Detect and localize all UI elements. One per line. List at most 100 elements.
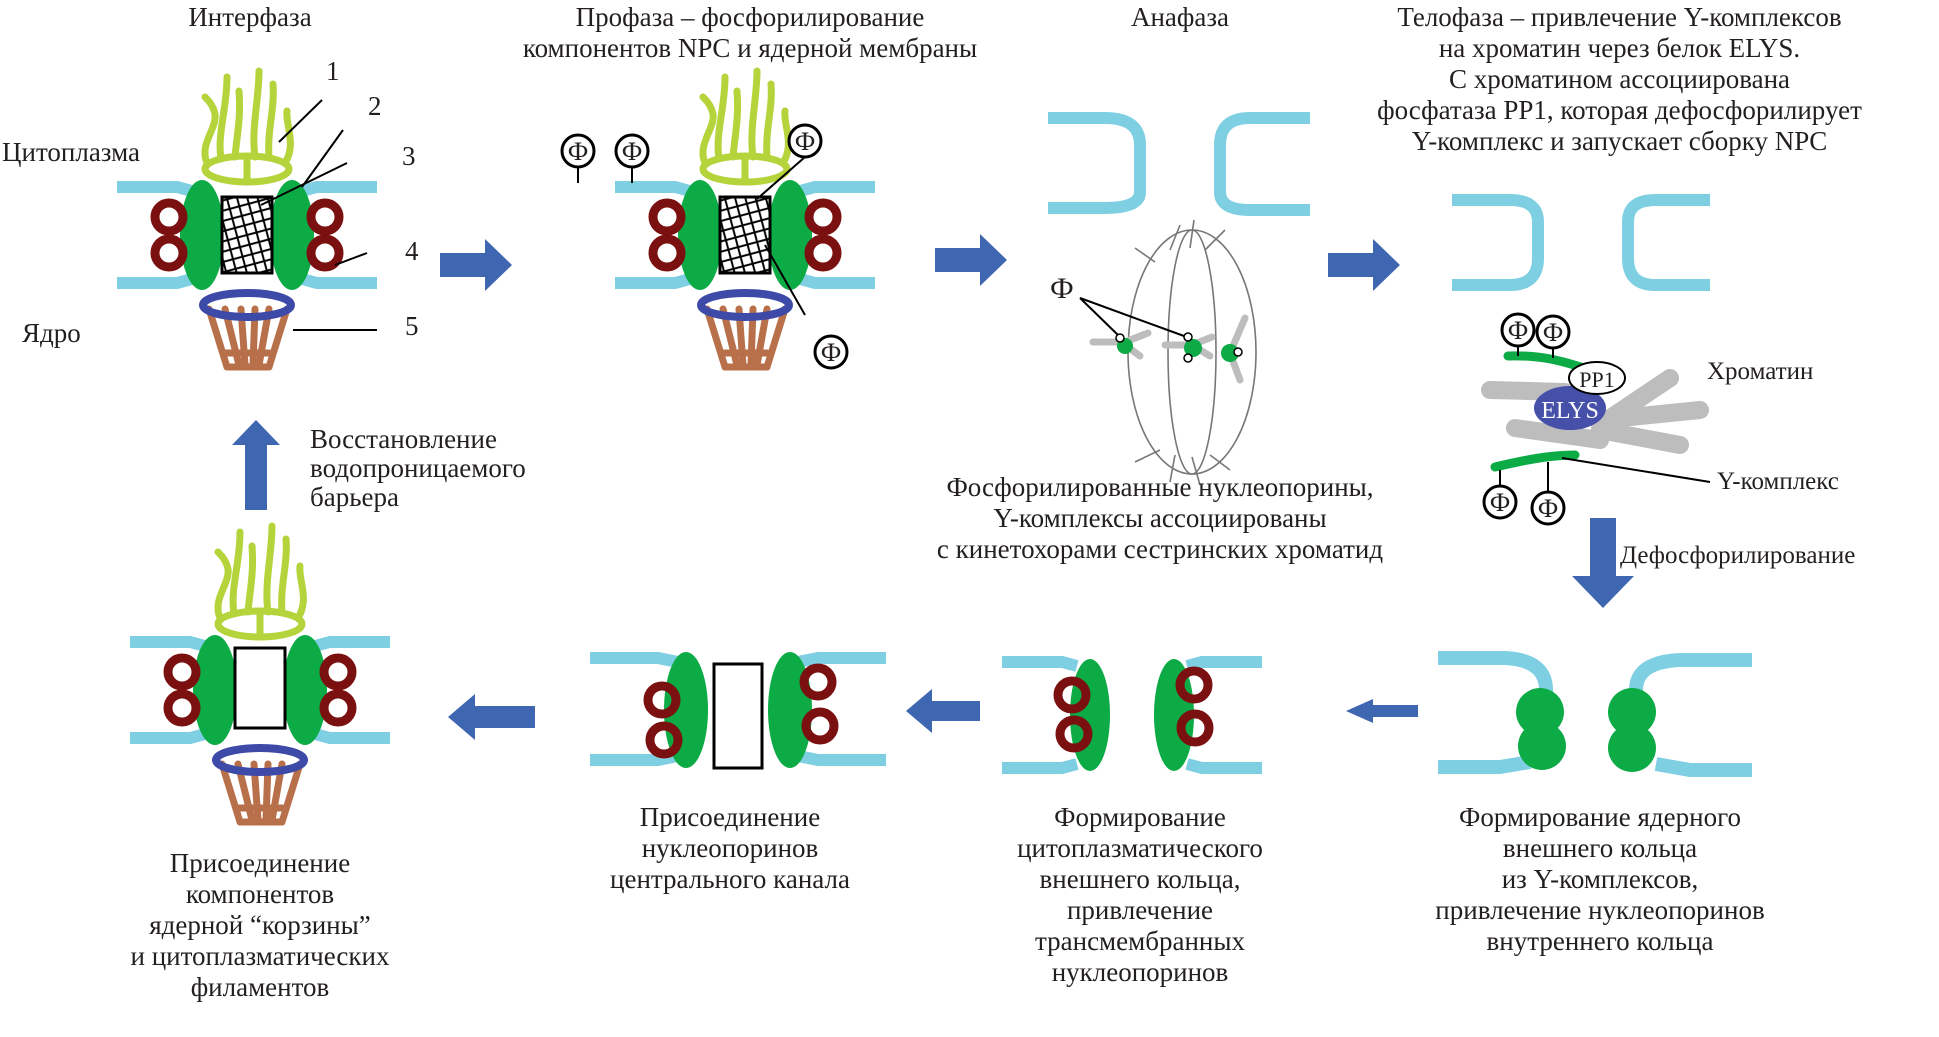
caption-line: Присоединение bbox=[169, 848, 351, 878]
central-channel-stage bbox=[590, 652, 886, 770]
ring-right bbox=[768, 180, 812, 290]
label-line: барьера bbox=[310, 482, 400, 512]
caption-line: привлечение bbox=[1066, 895, 1214, 925]
title-line: Профаза – фосфорилирование bbox=[575, 2, 925, 32]
label-4: 4 bbox=[405, 236, 419, 266]
arrow-left-icon bbox=[1346, 699, 1418, 723]
prophase-npc bbox=[560, 71, 875, 370]
ring-left bbox=[678, 180, 722, 290]
caption-line: нуклеопоринов bbox=[1051, 957, 1229, 987]
prophase-title: Профаза – фосфорилирование компонентов N… bbox=[450, 2, 1050, 64]
outer-ring-stage bbox=[1438, 651, 1752, 777]
arrow-left-icon bbox=[448, 694, 535, 740]
outer-ring-caption: Формирование ядерного внешнего кольца из… bbox=[1390, 802, 1810, 957]
title-line: на хроматин через белок ELYS. bbox=[1438, 33, 1801, 63]
label-3: 3 bbox=[402, 141, 416, 171]
central-channel bbox=[718, 195, 772, 275]
phosphate-icon bbox=[787, 123, 823, 159]
pp1-phosphatase bbox=[1568, 361, 1626, 395]
cytoplasmic-filaments bbox=[703, 71, 788, 182]
telophase-membranes bbox=[1452, 194, 1710, 291]
phosphate-label: Ф bbox=[1050, 272, 1074, 305]
transmembrane-ring bbox=[653, 239, 681, 267]
caption-line: Формирование ядерного bbox=[1459, 802, 1741, 832]
caption-line: нуклеопоринов bbox=[641, 833, 819, 863]
phosphate-icon bbox=[1535, 314, 1571, 350]
transmembrane-ring bbox=[311, 203, 339, 231]
telophase-chromatin: ELYS PP1 bbox=[1481, 312, 1711, 526]
kinetochore-chromatids: Ф bbox=[1050, 272, 1249, 384]
caption-line: внешнего кольца bbox=[1502, 833, 1698, 863]
phosphate-icon bbox=[813, 334, 849, 370]
elys-label: ELYS bbox=[1541, 398, 1599, 424]
cytoplasmic-filaments bbox=[205, 71, 290, 182]
caption-line: с кинетохорами сестринских хроматид bbox=[936, 534, 1384, 564]
nucleus-label: Ядро bbox=[22, 318, 81, 348]
interphase-title: Интерфаза bbox=[188, 2, 312, 32]
caption-line: привлечение нуклеопоринов bbox=[1435, 895, 1765, 925]
arrow-down-icon bbox=[1572, 518, 1634, 608]
label-2: 2 bbox=[368, 91, 382, 121]
central-channel-caption: Присоединение нуклеопоринов центрального… bbox=[580, 802, 880, 895]
title-line: Телофаза – привлечение Y-комплексов bbox=[1397, 2, 1842, 32]
label-5: 5 bbox=[405, 311, 419, 341]
caption-line: Y-комплексы ассоциированы bbox=[993, 503, 1327, 533]
transmembrane-ring bbox=[311, 239, 339, 267]
arrow-right-icon bbox=[440, 239, 512, 291]
title-line: фосфатаза PP1, которая дефосфорилирует bbox=[1377, 95, 1862, 125]
chromatin-label: Хроматин bbox=[1707, 358, 1814, 385]
caption-line: компонентов bbox=[185, 879, 335, 909]
caption-line: внутреннего кольца bbox=[1486, 926, 1714, 956]
caption-line: трансмембранных bbox=[1035, 926, 1245, 956]
caption-line: ядерной “корзины” bbox=[149, 910, 371, 940]
label-line: Восстановление bbox=[310, 424, 497, 454]
title-line: компонентов NPC и ядерной мембраны bbox=[522, 33, 978, 63]
transmembrane-ring bbox=[155, 239, 183, 267]
dephosphorylation-label: Дефосфорилирование bbox=[1620, 542, 1856, 569]
caption-line: из Y-комплексов, bbox=[1501, 864, 1699, 894]
arrow-left-icon bbox=[906, 689, 980, 733]
transmembrane-ring bbox=[653, 203, 681, 231]
ring-right bbox=[270, 180, 314, 290]
title-line: Y-комплекс и запускает сборку NPC bbox=[1411, 126, 1828, 156]
phosphate-icon bbox=[614, 133, 650, 169]
caption-line: и цитоплазматических bbox=[130, 941, 390, 971]
caption-line: центрального канала bbox=[610, 864, 850, 894]
interphase-numbers: 1 2 3 4 5 bbox=[326, 56, 419, 341]
label-1: 1 bbox=[326, 56, 340, 86]
basket-stage-npc bbox=[130, 526, 390, 822]
caption-line: Фосфорилированные нуклеопорины, bbox=[946, 472, 1374, 502]
nuclear-basket bbox=[701, 293, 789, 367]
phosphate-icon bbox=[1530, 490, 1566, 526]
phosphate-icon bbox=[1500, 312, 1536, 348]
caption-line: цитоплазматического bbox=[1017, 833, 1263, 863]
caption-line: внешнего кольца, bbox=[1039, 864, 1241, 894]
anaphase-membranes bbox=[1048, 112, 1310, 216]
cytoplasm-label: Цитоплазма bbox=[2, 137, 140, 167]
central-channel bbox=[220, 195, 274, 275]
anaphase-caption: Фосфорилированные нуклеопорины, Y-компле… bbox=[870, 472, 1450, 565]
transmembrane-ring bbox=[809, 239, 837, 267]
caption-line: Формирование bbox=[1054, 802, 1226, 832]
telophase-title: Телофаза – привлечение Y-комплексов на х… bbox=[1300, 2, 1939, 157]
anaphase-title: Анафаза bbox=[1130, 2, 1230, 32]
caption-line: Присоединение bbox=[639, 802, 821, 832]
arrow-right-icon bbox=[1328, 239, 1400, 291]
cytoplasmic-ring-caption: Формирование цитоплазматического внешнег… bbox=[990, 802, 1290, 988]
ring-left bbox=[180, 180, 224, 290]
arrow-up-icon bbox=[232, 420, 280, 510]
nuclear-basket bbox=[203, 293, 291, 367]
elys-protein bbox=[1534, 386, 1606, 430]
transmembrane-ring bbox=[809, 203, 837, 231]
cytoplasmic-ring-stage bbox=[1002, 656, 1262, 774]
title-line: С хроматином ассоциирована bbox=[1448, 64, 1791, 94]
interphase-npc bbox=[117, 71, 377, 367]
barrier-label: Восстановление водопроницаемого барьера bbox=[310, 425, 526, 512]
label-line: водопроницаемого bbox=[310, 453, 526, 483]
transmembrane-ring bbox=[155, 203, 183, 231]
caption-line: филаментов bbox=[190, 972, 330, 1002]
arrow-right-icon bbox=[935, 234, 1007, 286]
pp1-label: PP1 bbox=[1579, 367, 1614, 392]
basket-caption: Присоединение компонентов ядерной “корзи… bbox=[80, 848, 440, 1003]
